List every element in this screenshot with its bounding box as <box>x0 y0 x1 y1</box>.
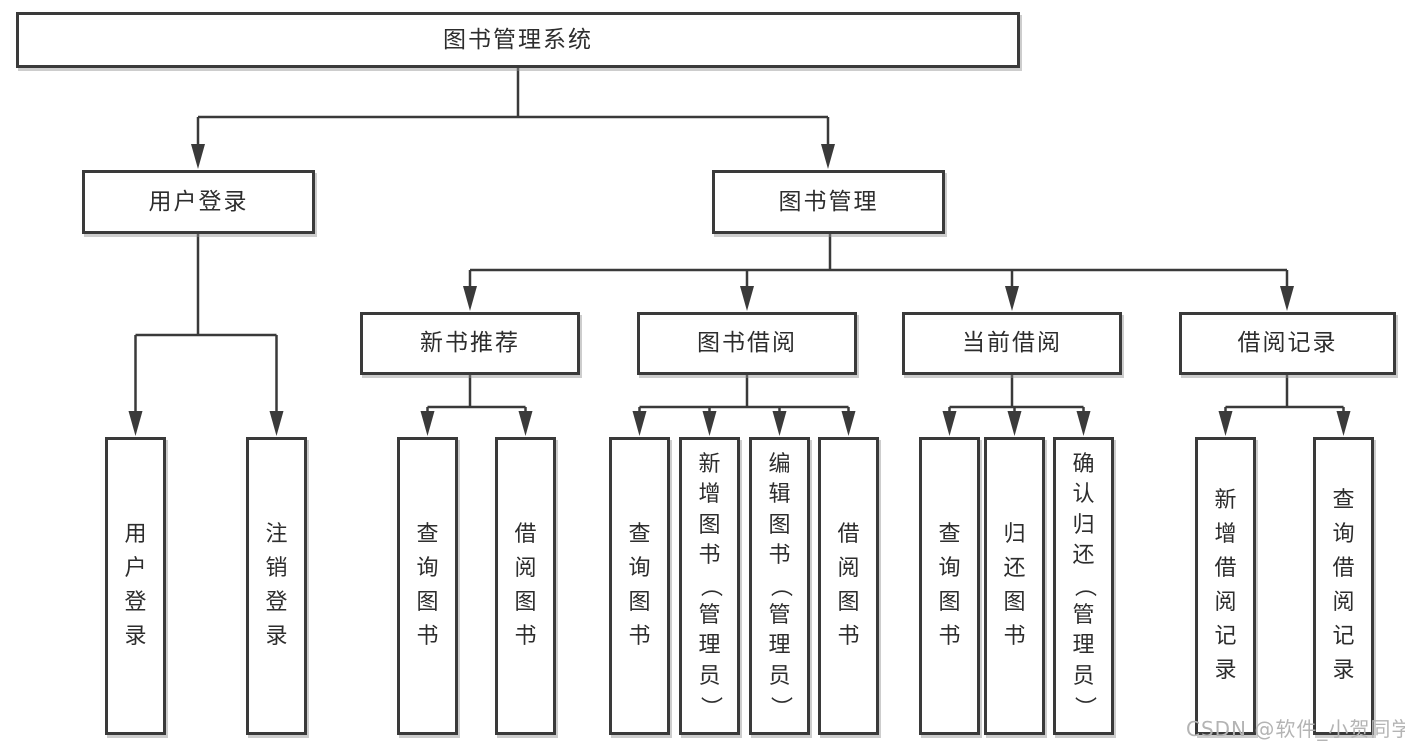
vertical-char: 书 <box>514 624 537 649</box>
vertical-char: 图 <box>837 590 860 615</box>
vertical-char: 管 <box>768 603 791 629</box>
vertical-char: 还 <box>1003 556 1026 581</box>
vertical-char: 记 <box>1214 624 1237 649</box>
leaf-borrowing-borrow-books: 借阅图书 <box>818 437 879 735</box>
leaf-user-login: 用户登录 <box>105 437 166 735</box>
vertical-char: 新 <box>698 452 721 478</box>
vertical-char: 管 <box>1072 603 1095 629</box>
vertical-char: 理 <box>768 633 791 659</box>
leaf-current-confirm-return-admin: 确认归还 （ 管理员 ） <box>1053 437 1114 735</box>
leaf-borrowing-add-books-admin: 新增图书 （ 管理员 ） <box>679 437 740 735</box>
vertical-char: 图 <box>698 512 721 538</box>
vertical-char: 阅 <box>514 556 537 581</box>
vertical-char: 记 <box>1332 624 1355 649</box>
vertical-char: 注 <box>265 522 288 547</box>
vertical-char: （ <box>767 574 793 597</box>
vertical-char: 编 <box>768 452 791 478</box>
node-library-management-system: 图书管理系统 <box>16 12 1020 68</box>
node-book-borrowing: 图书借阅 <box>637 312 857 375</box>
vertical-char: 询 <box>416 556 439 581</box>
vertical-char: 录 <box>1214 658 1237 683</box>
vertical-char: 借 <box>1332 556 1355 581</box>
vertical-char: 书 <box>837 624 860 649</box>
vertical-char: 询 <box>1332 522 1355 547</box>
vertical-char: 新 <box>1214 488 1237 513</box>
vertical-char: 书 <box>938 624 961 649</box>
vertical-char: 图 <box>938 590 961 615</box>
vertical-char: （ <box>697 574 723 597</box>
leaf-logout: 注销登录 <box>246 437 307 735</box>
vertical-char: 确 <box>1072 452 1095 478</box>
node-book-management: 图书管理 <box>712 170 945 234</box>
vertical-char: 理 <box>1072 633 1095 659</box>
vertical-char: 图 <box>768 512 791 538</box>
vertical-char: 书 <box>768 542 791 568</box>
leaf-recommend-borrow-books: 借阅图书 <box>495 437 556 735</box>
node-current-borrowing: 当前借阅 <box>902 312 1122 375</box>
vertical-char: 图 <box>1003 590 1026 615</box>
node-user-login: 用户登录 <box>82 170 315 234</box>
vertical-char: 借 <box>837 522 860 547</box>
vertical-char: 查 <box>938 522 961 547</box>
vertical-char: 归 <box>1003 522 1026 547</box>
leaf-borrowing-edit-books-admin: 编辑图书 （ 管理员 ） <box>749 437 810 735</box>
vertical-char: 辑 <box>768 482 791 508</box>
vertical-char: 书 <box>1003 624 1026 649</box>
vertical-char: 认 <box>1072 482 1095 508</box>
vertical-char: 询 <box>938 556 961 581</box>
leaf-borrowing-query-books: 查询图书 <box>609 437 670 735</box>
vertical-char: 书 <box>416 624 439 649</box>
vertical-char: 增 <box>1214 522 1237 547</box>
vertical-char: 图 <box>416 590 439 615</box>
vertical-char: 员 <box>768 663 791 689</box>
vertical-char: 阅 <box>1214 590 1237 615</box>
leaf-current-return-books: 归还图书 <box>984 437 1045 735</box>
vertical-char: 借 <box>1214 556 1237 581</box>
node-new-book-recommend: 新书推荐 <box>360 312 580 375</box>
vertical-char: 询 <box>628 556 651 581</box>
vertical-char: 登 <box>124 590 147 615</box>
node-borrowing-records: 借阅记录 <box>1179 312 1396 375</box>
leaf-current-query-books: 查询图书 <box>919 437 980 735</box>
vertical-char: 查 <box>1332 488 1355 513</box>
vertical-char: 借 <box>514 522 537 547</box>
vertical-char: 图 <box>514 590 537 615</box>
vertical-char: 还 <box>1072 542 1095 568</box>
vertical-char: 户 <box>124 556 147 581</box>
vertical-char: 登 <box>265 590 288 615</box>
vertical-char: ） <box>697 695 723 718</box>
vertical-char: 管 <box>698 603 721 629</box>
leaf-records-query-record: 查询借阅记录 <box>1313 437 1374 735</box>
leaf-records-add-record: 新增借阅记录 <box>1195 437 1256 735</box>
vertical-char: （ <box>1071 574 1097 597</box>
vertical-char: ） <box>1071 695 1097 718</box>
vertical-char: 查 <box>628 522 651 547</box>
vertical-char: 归 <box>1072 512 1095 538</box>
vertical-char: 书 <box>698 542 721 568</box>
vertical-char: 阅 <box>837 556 860 581</box>
vertical-char: 用 <box>124 522 147 547</box>
vertical-char: 增 <box>698 482 721 508</box>
vertical-char: 录 <box>124 624 147 649</box>
vertical-char: 查 <box>416 522 439 547</box>
vertical-char: 录 <box>1332 658 1355 683</box>
csdn-watermark: CSDN @软件_小贺同学 <box>1186 717 1405 741</box>
leaf-recommend-query-books: 查询图书 <box>397 437 458 735</box>
vertical-char: 销 <box>265 556 288 581</box>
vertical-char: 员 <box>698 663 721 689</box>
vertical-char: 录 <box>265 624 288 649</box>
vertical-char: 图 <box>628 590 651 615</box>
vertical-char: ） <box>767 695 793 718</box>
vertical-char: 阅 <box>1332 590 1355 615</box>
vertical-char: 书 <box>628 624 651 649</box>
vertical-char: 理 <box>698 633 721 659</box>
vertical-char: 员 <box>1072 663 1095 689</box>
